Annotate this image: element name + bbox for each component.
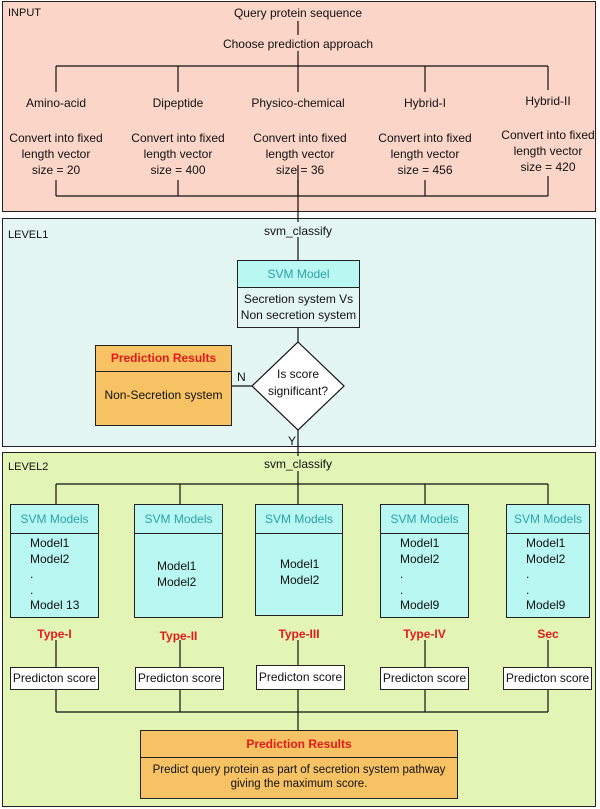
method-desc-line2: length vector [265, 147, 335, 161]
method-desc-size: size = 36 [275, 163, 325, 177]
decision-line1: Is score [276, 367, 319, 381]
final-result-title: Prediction Results [141, 731, 457, 758]
method-desc-size: size = 456 [397, 163, 453, 177]
model-list: Model1 Model2 [280, 557, 319, 588]
svm-models-box-sec: SVM Models Model1 Model2 . . Model9 [506, 504, 590, 618]
model-list: Model1 Model2 . . Model9 [400, 536, 439, 614]
svm-models-title: SVM Models [135, 505, 222, 534]
type-label-sec: Sec [537, 627, 559, 641]
model-item: Model2 [157, 574, 197, 589]
model-item: . [400, 567, 404, 581]
level1-label: LEVEL1 [8, 229, 49, 241]
svm-model-box: SVM Model Secretion system Vs Non secret… [237, 260, 360, 328]
prediction-score-text: Predicton score [258, 670, 343, 684]
method-desc-line1: Convert into fixed [378, 131, 472, 145]
method-name-hybrid-ii: Hybrid-II [525, 94, 571, 108]
model-item: Model1 [526, 536, 566, 550]
method-desc-dipeptide: Convert into fixed length vector size = … [122, 131, 234, 177]
method-desc-size: size = 20 [31, 163, 81, 177]
model-item: . [30, 582, 34, 597]
decision-text: Is score significant? [252, 367, 344, 398]
prediction-score-box-type-i: Predicton score [10, 667, 99, 690]
model-item: Model2 [400, 551, 440, 566]
prediction-score-text: Predicton score [12, 671, 97, 685]
method-desc-line1: Convert into fixed [253, 131, 347, 145]
prediction-score-box-type-iv: Predicton score [380, 667, 469, 690]
method-desc-hybrid-i: Convert into fixed length vector size = … [369, 131, 481, 177]
svm-models-box-type-iii: SVM Models Model1 Model2 [255, 504, 343, 616]
prediction-score-text: Predicton score [505, 671, 590, 685]
model-item: Model2 [526, 551, 566, 566]
svm-model-title: SVM Model [238, 261, 359, 288]
prediction-score-box-sec: Predicton score [503, 667, 592, 690]
method-desc-size: size = 400 [150, 163, 206, 177]
svm-models-title: SVM Models [381, 505, 468, 534]
method-desc-line2: length vector [513, 144, 583, 158]
method-name-dipeptide: Dipeptide [152, 96, 204, 110]
type-label-type-i: Type-I [37, 627, 72, 641]
model-list: Model1 Model2 . . Model 13 [30, 536, 79, 614]
final-result-line1: Predict query protein as part of secreti… [152, 764, 446, 776]
svm-models-box-type-iv: SVM Models Model1 Model2 . . Model9 [380, 504, 469, 618]
level2-label: LEVEL2 [8, 461, 49, 473]
level1-result-text: Non-Secretion system [104, 388, 223, 402]
input-label: INPUT [8, 7, 41, 19]
final-result-box: Prediction Results Predict query protein… [140, 730, 458, 799]
model-item: Model1 [280, 557, 320, 571]
method-desc-line2: length vector [21, 147, 91, 161]
model-item: Model9 [400, 598, 440, 612]
model-list: Model1 Model2 . . Model9 [526, 536, 565, 614]
method-name-hybrid-i: Hybrid-I [403, 96, 446, 110]
method-desc-size: size = 420 [520, 160, 576, 174]
prediction-score-text: Predicton score [137, 671, 222, 685]
method-name-physico-chemical: Physico-chemical [251, 96, 345, 110]
method-name-amino-acid: Amino-acid [25, 96, 87, 110]
type-label-type-iv: Type-IV [403, 627, 446, 641]
input-panel [2, 1, 596, 212]
svm-models-title: SVM Models [507, 505, 589, 534]
method-desc-amino-acid: Convert into fixed length vector size = … [0, 131, 112, 177]
model-item: . [30, 567, 34, 581]
model-item: . [400, 582, 404, 597]
decision-no-label: N [237, 370, 246, 384]
model-item: Model 13 [30, 598, 80, 612]
model-list: Model1 Model2 [157, 559, 196, 590]
prediction-score-box-type-iii: Predicton score [256, 665, 345, 690]
prediction-score-text: Predicton score [382, 671, 467, 685]
svm-models-title: SVM Models [11, 505, 98, 534]
approach-text: Choose prediction approach [222, 37, 374, 51]
model-item: . [526, 567, 530, 581]
type-label-type-ii: Type-II [159, 629, 198, 643]
model-item: Model2 [30, 551, 70, 566]
method-desc-line2: length vector [390, 147, 460, 161]
method-desc-line2: length vector [143, 147, 213, 161]
method-desc-line1: Convert into fixed [131, 131, 225, 145]
model-item: Model2 [280, 572, 320, 587]
level1-result-title: Prediction Results [96, 346, 231, 372]
model-item: . [526, 582, 530, 597]
decision-line2: significant? [267, 384, 329, 398]
method-desc-line1: Convert into fixed [501, 128, 595, 142]
method-desc-physico-chemical: Convert into fixed length vector size = … [244, 131, 356, 177]
model-item: Model9 [526, 598, 566, 612]
level1-svm-classify: svm_classify [263, 224, 332, 238]
method-desc-hybrid-ii: Convert into fixed length vector size = … [492, 128, 600, 174]
level1-result-box: Prediction Results Non-Secretion system [95, 345, 232, 426]
prediction-score-box-type-ii: Predicton score [135, 667, 224, 690]
svm-model-line2: Non secretion system [240, 308, 357, 322]
query-sequence-text: Query protein sequence [233, 6, 363, 20]
svm-models-title: SVM Models [256, 505, 342, 534]
model-item: Model1 [157, 559, 197, 573]
method-desc-line1: Convert into fixed [9, 131, 103, 145]
svm-models-box-type-ii: SVM Models Model1 Model2 [134, 504, 223, 618]
decision-yes-label: Y [288, 434, 297, 448]
svm-model-line1: Secretion system Vs [243, 292, 354, 306]
model-item: Model1 [400, 536, 440, 550]
svm-models-box-type-i: SVM Models Model1 Model2 . . Model 13 [10, 504, 99, 618]
type-label-type-iii: Type-III [278, 627, 320, 641]
model-item: Model1 [30, 536, 70, 550]
level2-svm-classify: svm_classify [263, 457, 332, 471]
final-result-line2: giving the maximum score. [230, 778, 368, 790]
